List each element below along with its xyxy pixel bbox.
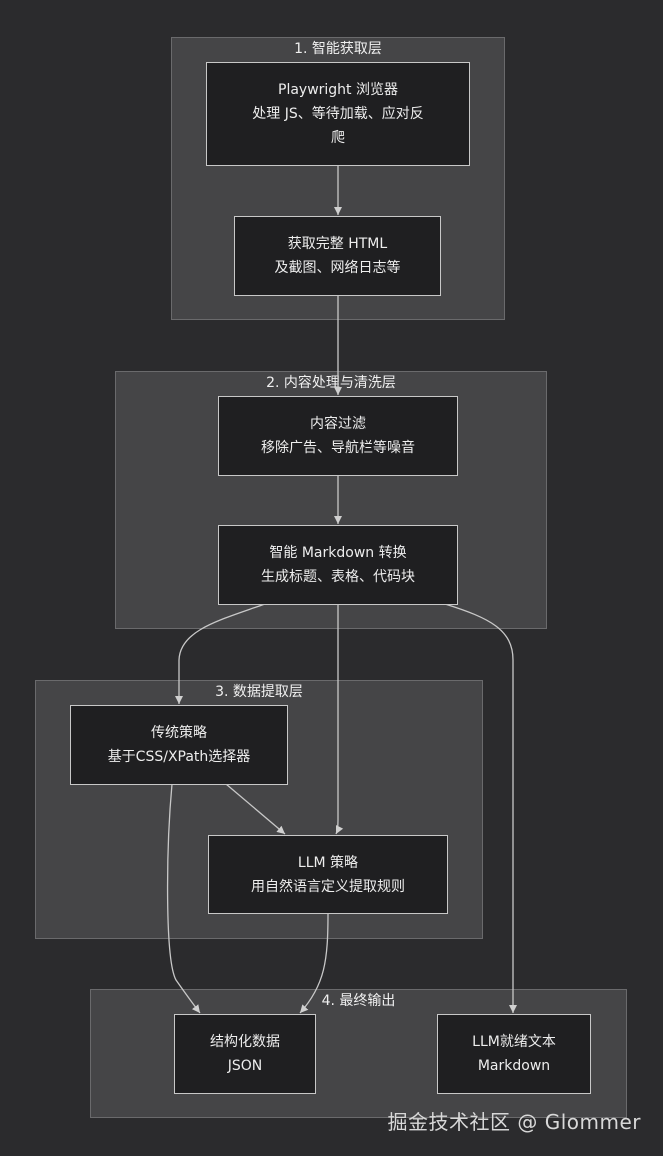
cluster-title: 1. 智能获取层	[294, 41, 382, 57]
node-line: 处理 JS、等待加载、应对反	[252, 106, 424, 122]
cluster-title: 3. 数据提取层	[215, 684, 303, 700]
node-line: 内容过滤	[310, 416, 366, 432]
node-line: 生成标题、表格、代码块	[261, 569, 415, 585]
edge-traditional-to-llm-strategy	[225, 783, 286, 835]
node-line: 结构化数据	[210, 1034, 280, 1050]
node-line: 智能 Markdown 转换	[269, 545, 407, 561]
edge-traditional-to-structured	[166, 783, 201, 1014]
cluster-title: 2. 内容处理与清洗层	[266, 375, 396, 391]
node-line: 移除广告、导航栏等噪音	[261, 440, 415, 456]
node-line: LLM就绪文本	[472, 1034, 556, 1050]
node-line: LLM 策略	[297, 854, 359, 871]
cluster-title: 4. 最终输出	[321, 993, 396, 1009]
node-fetch-html: 获取完整 HTML 及截图、网络日志等	[234, 216, 441, 296]
node-line: 用自然语言定义提取规则	[251, 878, 405, 895]
node-line: 传统策略	[151, 725, 207, 741]
node-line: 获取完整 HTML	[287, 236, 388, 252]
node-content-filter: 内容过滤 移除广告、导航栏等噪音	[218, 396, 458, 476]
edge-llm-strategy-to-structured	[299, 912, 329, 1014]
edge-markdown-to-llm-strategy	[335, 604, 344, 835]
node-line: Markdown	[477, 1058, 551, 1074]
watermark: 掘金技术社区 @ Glommer	[387, 1110, 641, 1134]
node-llm-strategy: LLM 策略 用自然语言定义提取规则	[208, 835, 448, 914]
node-line: Playwright 浏览器	[278, 82, 398, 98]
node-line: 爬	[331, 130, 345, 146]
node-line: JSON	[227, 1058, 263, 1074]
node-traditional-strategy: 传统策略 基于CSS/XPath选择器	[70, 705, 288, 785]
edge-markdown-to-traditional	[175, 603, 266, 704]
node-line: 及截图、网络日志等	[274, 260, 401, 276]
node-playwright-browser: Playwright 浏览器 处理 JS、等待加载、应对反 爬	[206, 62, 470, 166]
edge-markdown-to-llm-ready	[444, 603, 517, 1013]
node-structured-data: 结构化数据 JSON	[174, 1014, 316, 1094]
node-line: 基于CSS/XPath选择器	[107, 749, 251, 765]
node-llm-ready-text: LLM就绪文本 Markdown	[437, 1014, 591, 1094]
node-markdown-convert: 智能 Markdown 转换 生成标题、表格、代码块	[218, 525, 458, 605]
